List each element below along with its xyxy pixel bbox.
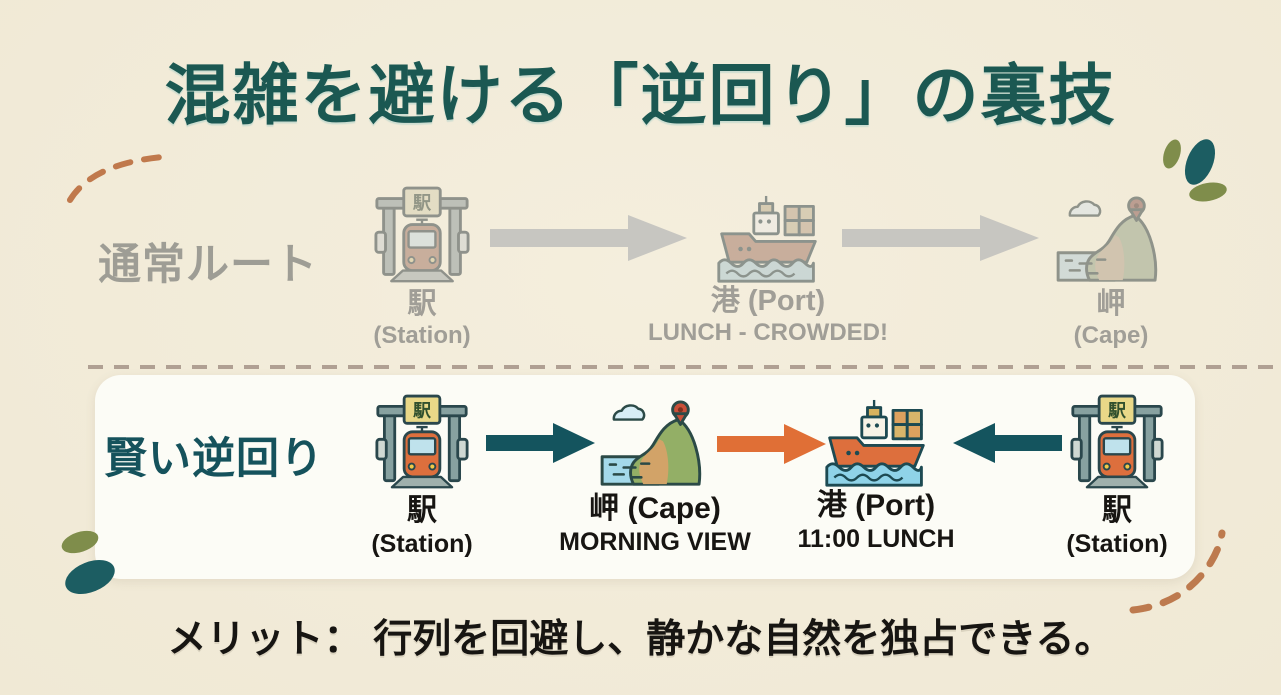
smart-route-stop-port: 港 (Port) 11:00 LUNCH	[756, 394, 996, 553]
leaf-decoration-top-right	[1163, 139, 1227, 202]
station-icon	[374, 186, 470, 288]
dashed-arc-decoration-bottom-right	[1129, 529, 1226, 614]
smart-route-stop-station-return: 駅 (Station)	[1037, 394, 1197, 558]
stop-name: 港 (Port)	[710, 285, 826, 317]
dashed-divider	[88, 365, 1281, 369]
stop-subtitle: MORNING VIEW	[559, 527, 751, 556]
stop-name: 駅	[407, 288, 437, 320]
normal-route-stop-station: 駅 (Station)	[342, 186, 502, 350]
normal-route-label: 通常ルート	[98, 241, 318, 289]
smart-route-stop-cape: 岬 (Cape) MORNING VIEW	[535, 394, 775, 556]
stop-subtitle: LUNCH - CROWDED!	[648, 319, 888, 347]
stop-subtitle: (Cape)	[1073, 322, 1149, 350]
smart-route-label: 賢い逆回り	[104, 435, 324, 483]
station-icon	[1070, 394, 1164, 494]
page-title: 混雑を避ける「逆回り」の裏技	[164, 60, 1117, 133]
ship-icon	[823, 398, 929, 489]
cape-icon	[600, 398, 710, 492]
benefit-text: メリット： 行列を回避し、静かな自然を独占できる。	[167, 618, 1114, 661]
stop-subtitle: (Station)	[373, 322, 471, 350]
normal-route-stop-port: 港 (Port) LUNCH - CROWDED!	[640, 186, 896, 347]
stop-name: 港 (Port)	[816, 489, 936, 522]
stop-subtitle: (Station)	[1066, 529, 1168, 558]
cape-icon	[1056, 194, 1166, 288]
leaf-decoration-bottom-left	[61, 530, 115, 594]
stop-subtitle: 11:00 LUNCH	[797, 524, 955, 553]
stop-name: 駅	[407, 494, 437, 527]
stop-name: 岬	[1096, 288, 1126, 320]
ship-icon	[715, 194, 821, 285]
stop-name: 駅	[1102, 494, 1132, 527]
station-icon	[375, 394, 469, 494]
smart-route-stop-station-depart: 駅 (Station)	[342, 394, 502, 558]
arrow-port-to-cape	[842, 212, 1042, 264]
dashed-arc-decoration-top-left	[67, 154, 165, 203]
stop-name: 岬 (Cape)	[589, 492, 721, 525]
stop-subtitle: (Station)	[371, 529, 473, 558]
normal-route-stop-cape: 岬 (Cape)	[1031, 186, 1191, 350]
